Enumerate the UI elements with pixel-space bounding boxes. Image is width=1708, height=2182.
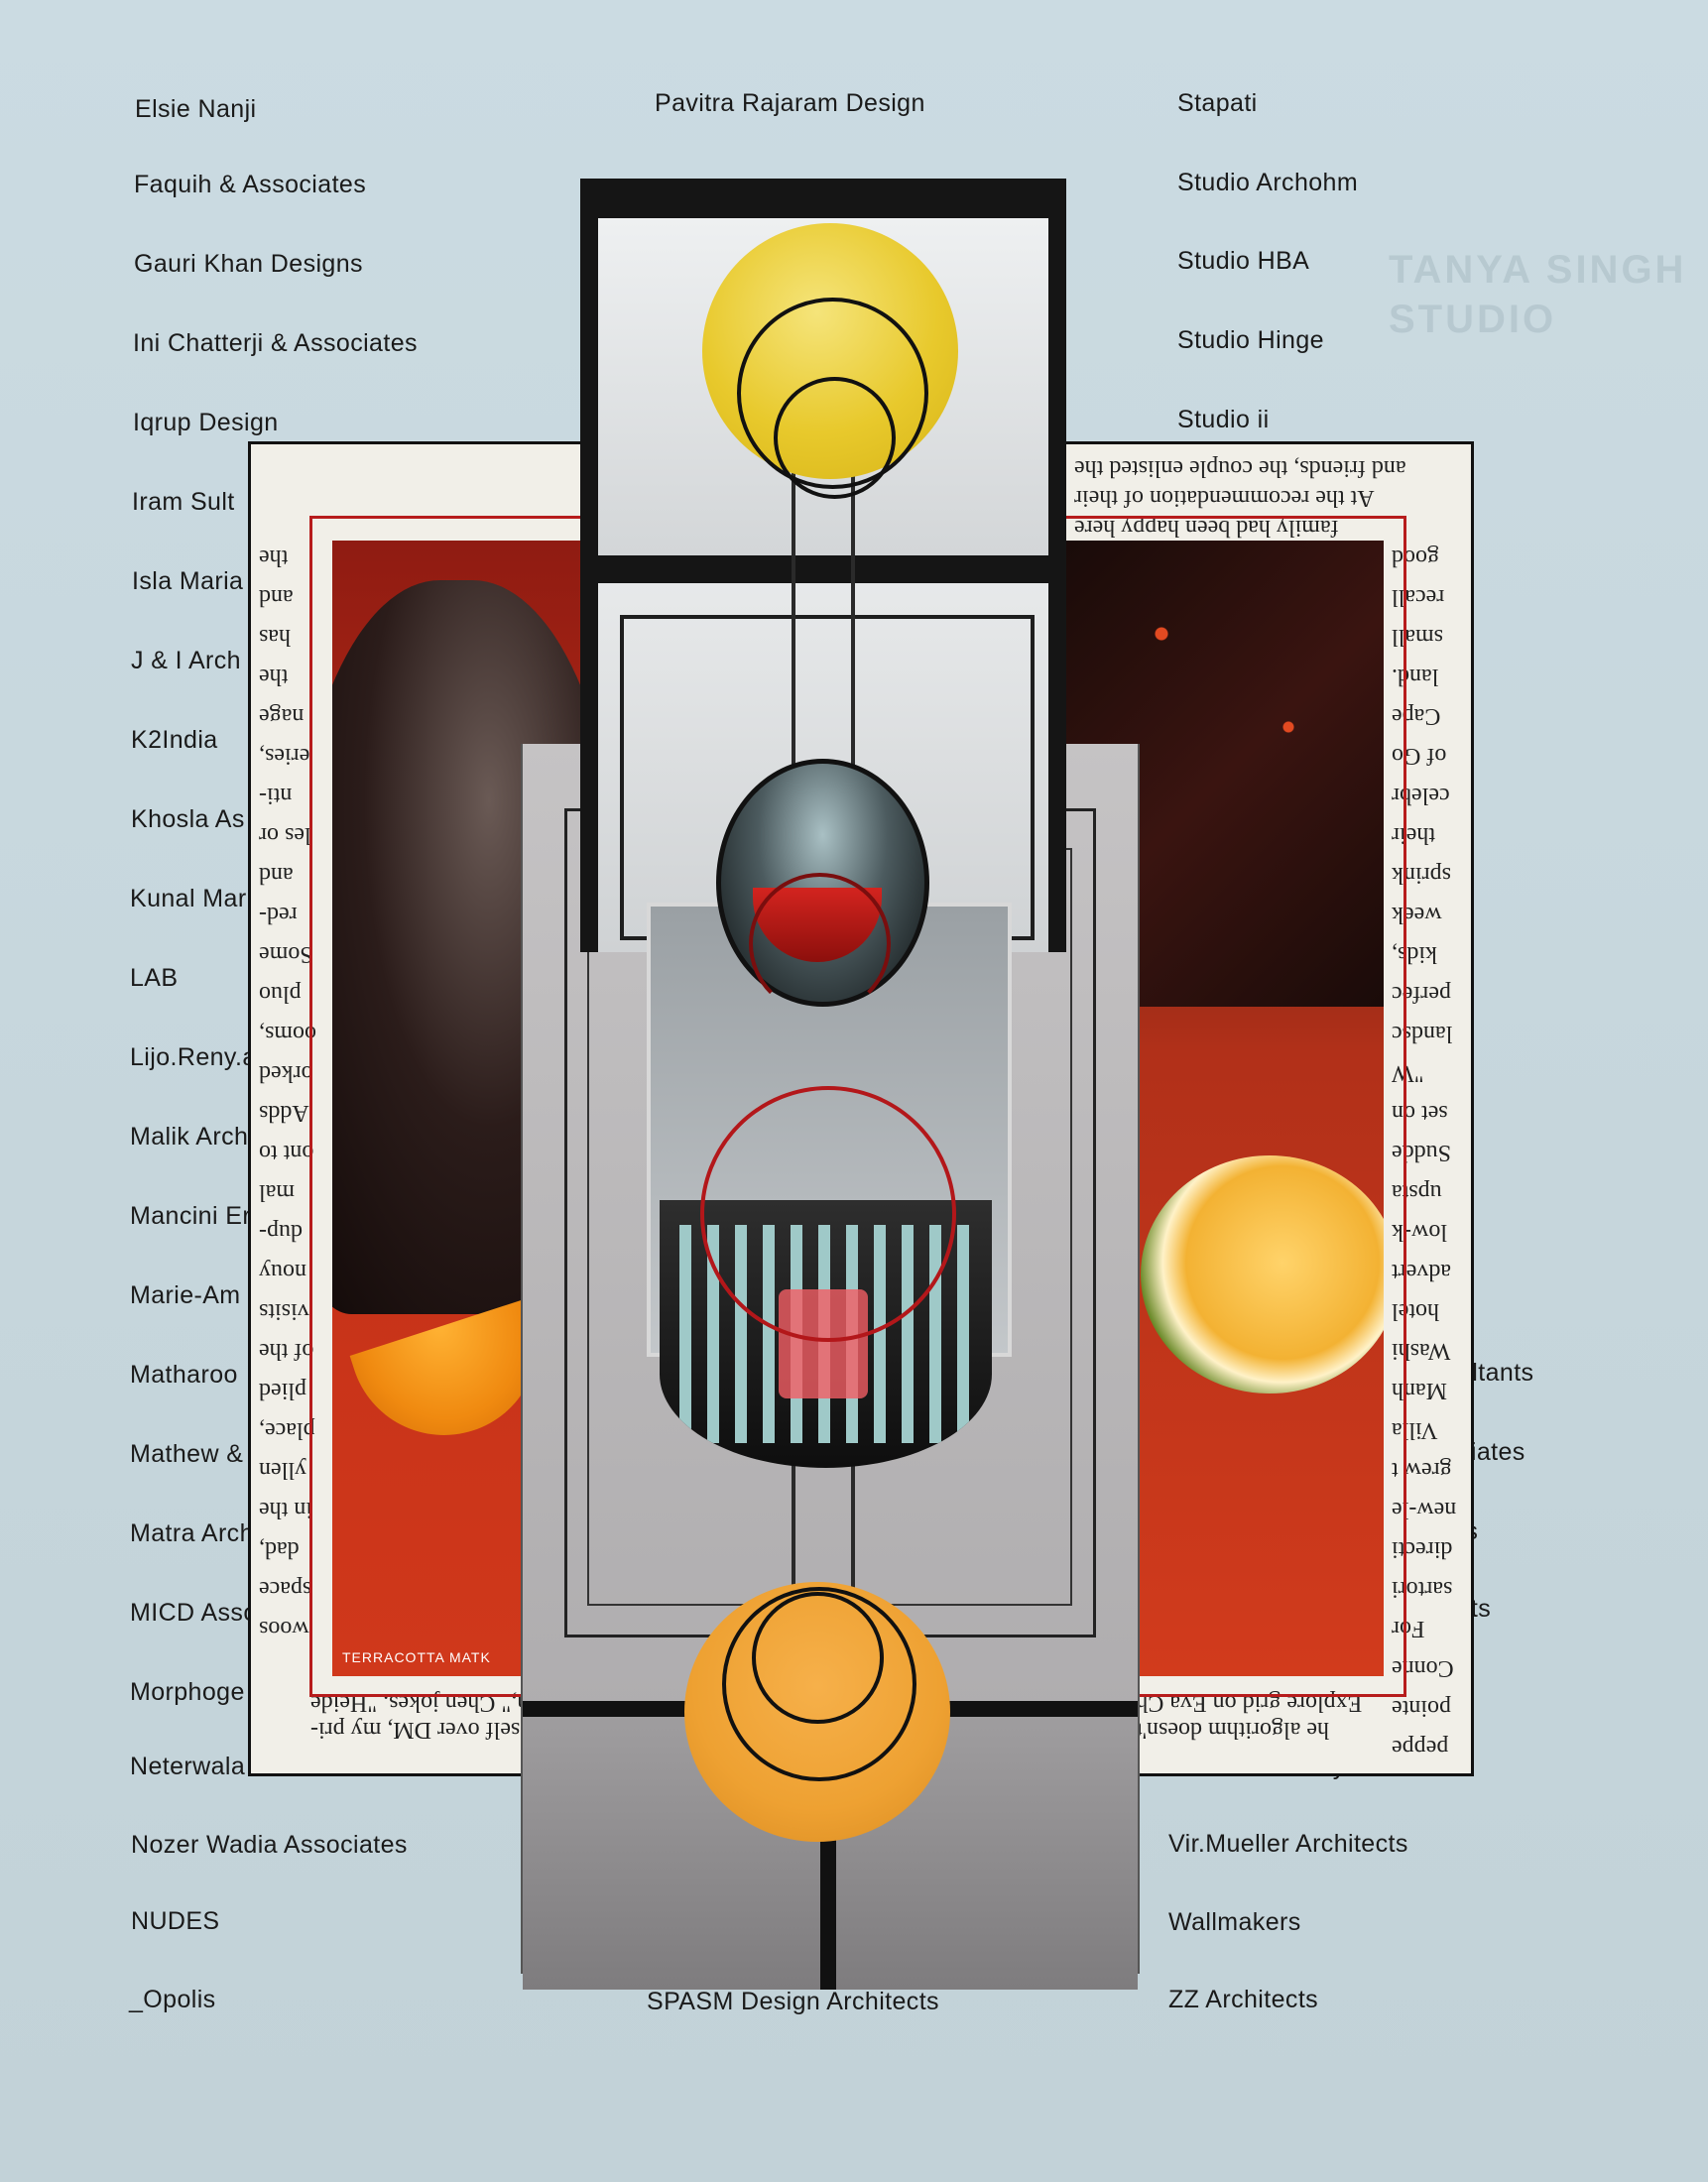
margin-word: Some bbox=[259, 941, 313, 967]
margin-word: Adds bbox=[259, 1100, 309, 1126]
margin-word: woos bbox=[259, 1616, 309, 1641]
margin-word: eries, bbox=[259, 743, 310, 769]
margin-word: orked bbox=[259, 1060, 313, 1086]
margin-word: plied bbox=[259, 1378, 306, 1403]
name-left-1: Elsie Nanji bbox=[135, 95, 257, 123]
name-left-10: Khosla As bbox=[131, 805, 245, 833]
margin-word: has bbox=[259, 624, 291, 650]
name-left-11: Kunal Mar bbox=[130, 885, 247, 912]
margin-word: and bbox=[259, 862, 294, 888]
mirrored-text-row: and friends, the couple enlisted the bbox=[1074, 455, 1406, 481]
name-left-5: Iqrup Design bbox=[133, 409, 279, 436]
margin-word: pointe bbox=[1392, 1695, 1451, 1721]
name-left-2: Faquih & Associates bbox=[134, 171, 367, 198]
name-right-3: Studio HBA bbox=[1177, 247, 1310, 275]
name-left-14: Malik Arch bbox=[130, 1123, 249, 1151]
name-right-4: Studio Hinge bbox=[1177, 326, 1324, 354]
name-left-24: NUDES bbox=[131, 1907, 220, 1935]
lantern-slat bbox=[957, 1225, 969, 1443]
name-left-16: Marie-Am bbox=[130, 1281, 241, 1309]
name-left-21: Morphoge bbox=[130, 1678, 245, 1706]
name-left-15: Mancini Er bbox=[130, 1202, 252, 1230]
margin-word: space bbox=[259, 1576, 312, 1602]
margin-word: nti- bbox=[259, 783, 293, 808]
name-left-4: Ini Chatterji & Associates bbox=[133, 329, 418, 357]
name-left-23: Nozer Wadia Associates bbox=[131, 1831, 408, 1859]
ring-outline bbox=[774, 377, 896, 499]
margin-word: pluo bbox=[259, 981, 302, 1007]
name-left-19: Matra Arch bbox=[130, 1519, 254, 1547]
margin-word: mal bbox=[259, 1179, 295, 1205]
margin-word: nage bbox=[259, 703, 305, 729]
ghost-text-subtitle: STUDIO bbox=[1389, 298, 1557, 341]
margin-word: ooms, bbox=[259, 1021, 317, 1046]
name-middle-1: Pavitra Rajaram Design bbox=[655, 89, 925, 117]
name-left-7: Isla Maria bbox=[132, 567, 244, 595]
margin-word: the bbox=[259, 545, 289, 570]
name-right-1: Stapati bbox=[1177, 89, 1258, 117]
red-ring-outline bbox=[700, 1086, 956, 1342]
name-left-12: LAB bbox=[130, 964, 179, 992]
grapefruit-half bbox=[1141, 1155, 1384, 1394]
name-left-18: Mathew & bbox=[130, 1440, 244, 1468]
name-left-25: _Opolis bbox=[129, 1986, 216, 2013]
mirrored-text-row: self over DM, my pri- bbox=[310, 1717, 521, 1743]
margin-word: les or bbox=[259, 822, 311, 848]
photo-caption: TERRACOTTA MATK bbox=[342, 1649, 491, 1665]
margin-word: ont to bbox=[259, 1140, 314, 1165]
ring-outline bbox=[722, 1587, 916, 1781]
name-right-5: Studio ii bbox=[1177, 406, 1270, 433]
margin-word: and bbox=[259, 584, 294, 610]
mirrored-text-row: At the recommendation of their bbox=[1074, 485, 1375, 511]
margin-word: place, bbox=[259, 1417, 315, 1443]
name-right-11: Vir.Mueller Architects bbox=[1168, 1830, 1408, 1858]
margin-word: nouy bbox=[259, 1259, 306, 1284]
margin-word: of the bbox=[259, 1338, 314, 1364]
name-left-20: MICD Asso bbox=[130, 1599, 258, 1627]
name-right-2: Studio Archohm bbox=[1177, 169, 1359, 196]
name-left-3: Gauri Khan Designs bbox=[134, 250, 363, 278]
margin-word: the bbox=[259, 664, 289, 689]
margin-word: peppe bbox=[1392, 1735, 1449, 1760]
name-right-12: Wallmakers bbox=[1168, 1908, 1301, 1936]
name-left-17: Matharoo bbox=[130, 1361, 238, 1389]
ring-outline bbox=[752, 1592, 884, 1724]
ring-outline bbox=[749, 873, 891, 1015]
margin-word: red- bbox=[259, 902, 298, 927]
name-left-6: Iram Sult bbox=[132, 488, 235, 516]
ghost-text-title: TANYA SINGH bbox=[1389, 248, 1687, 292]
margin-word: in the bbox=[259, 1497, 312, 1522]
margin-word: dup- bbox=[259, 1219, 303, 1245]
margin-word: visits bbox=[259, 1298, 309, 1324]
margin-word: yllen bbox=[259, 1457, 306, 1483]
lantern-slat bbox=[679, 1225, 691, 1443]
margin-word: dad, bbox=[259, 1536, 300, 1562]
name-left-8: J & I Arch bbox=[131, 647, 241, 674]
panel-crossbar bbox=[598, 555, 1048, 583]
lantern-slat bbox=[707, 1225, 719, 1443]
name-right-13: ZZ Architects bbox=[1168, 1986, 1319, 2013]
name-left-13: Lijo.Reny.a bbox=[130, 1043, 257, 1071]
name-left-9: K2India bbox=[131, 726, 218, 754]
name-middle-2: SPASM Design Architects bbox=[647, 1988, 939, 2015]
